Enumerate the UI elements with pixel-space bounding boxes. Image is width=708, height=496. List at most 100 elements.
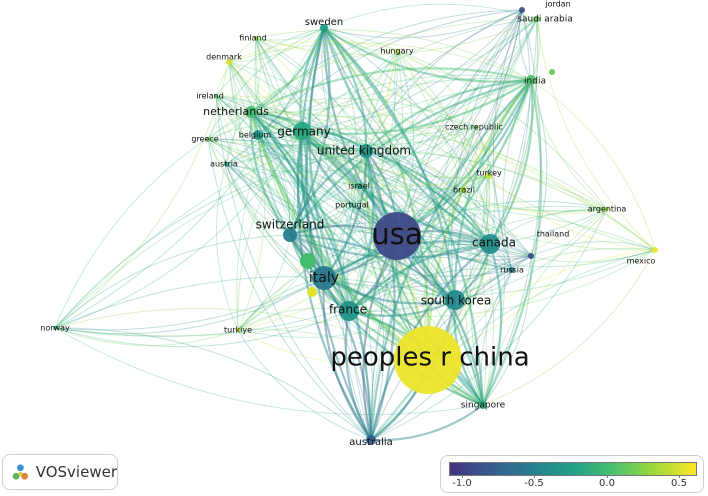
label-peoples-r-china[interactable]: peoples r china	[330, 343, 529, 373]
node-germany[interactable]	[293, 122, 311, 140]
label-sweden[interactable]: sweden	[305, 17, 343, 28]
link	[489, 208, 608, 245]
link	[54, 276, 456, 329]
link	[250, 27, 326, 113]
label-usa[interactable]: usa	[371, 217, 422, 251]
unlabeled-node[interactable]	[549, 69, 555, 75]
node-portugal[interactable]	[350, 203, 354, 207]
node-hungary[interactable]	[395, 49, 399, 53]
node-france[interactable]	[339, 301, 359, 321]
node-italy[interactable]	[312, 266, 336, 290]
label-denmark[interactable]: denmark	[206, 53, 242, 62]
link	[54, 310, 350, 348]
node-finland[interactable]	[254, 36, 258, 40]
label-singapore[interactable]: singapore	[461, 401, 506, 411]
label-brazil[interactable]: brazil	[453, 186, 475, 195]
node-ireland[interactable]	[214, 94, 218, 98]
node-czech-republic[interactable]	[474, 125, 478, 129]
label-mexico[interactable]: mexico	[627, 257, 656, 266]
link	[215, 95, 325, 279]
label-hungary[interactable]: hungary	[380, 47, 413, 56]
node-russia[interactable]	[509, 267, 515, 273]
link	[475, 79, 532, 128]
link	[370, 404, 484, 442]
label-norway[interactable]: norway	[40, 324, 70, 333]
node-turkey[interactable]	[486, 173, 492, 179]
node-singapore[interactable]	[479, 401, 487, 409]
label-belgium[interactable]: belgium	[239, 131, 272, 140]
label-russia[interactable]: russia	[500, 266, 524, 275]
link	[323, 205, 608, 279]
link	[426, 79, 532, 361]
link	[228, 61, 464, 191]
label-netherlands[interactable]: netherlands	[203, 105, 269, 118]
label-saudi-arabia[interactable]: saudi arabia	[517, 15, 572, 25]
label-austria[interactable]: austria	[210, 160, 238, 169]
node-saudi-arabia[interactable]	[534, 16, 540, 22]
node-south-korea[interactable]	[445, 290, 465, 310]
node-austria[interactable]	[224, 162, 228, 166]
label-greece[interactable]: greece	[191, 135, 218, 144]
link	[323, 27, 457, 301]
link	[370, 189, 464, 441]
link	[250, 111, 373, 441]
label-turkiye[interactable]: turkiye	[224, 326, 252, 335]
link	[396, 50, 608, 210]
link	[502, 79, 532, 271]
label-czech-republic[interactable]: czech republic	[445, 123, 503, 132]
node-denmark[interactable]	[226, 59, 232, 65]
node-peoples-r-china[interactable]	[394, 326, 462, 394]
link	[228, 61, 372, 441]
label-india[interactable]: india	[524, 77, 546, 87]
label-australia[interactable]: australia	[349, 437, 393, 448]
node-sweden[interactable]	[320, 24, 328, 32]
link	[225, 148, 608, 210]
link	[482, 208, 608, 406]
label-israel[interactable]: israel	[348, 182, 370, 191]
node-usa[interactable]	[373, 212, 421, 260]
link	[296, 130, 325, 279]
node-thailand[interactable]	[528, 253, 534, 259]
label-switzerland[interactable]: switzerland	[256, 218, 325, 232]
node-turkiye[interactable]	[236, 328, 240, 332]
node-switzerland[interactable]	[283, 228, 297, 242]
label-germany[interactable]: germany	[277, 125, 330, 139]
node-greece[interactable]	[206, 137, 210, 141]
link	[489, 79, 534, 245]
label-canada[interactable]: canada	[472, 236, 516, 250]
node-netherlands[interactable]	[245, 106, 257, 118]
label-portugal[interactable]: portugal	[335, 201, 369, 210]
label-thailand[interactable]: thailand	[537, 230, 570, 239]
link	[348, 299, 456, 317]
unlabeled-node[interactable]	[307, 287, 317, 297]
label-france[interactable]: france	[329, 303, 367, 317]
link	[323, 126, 477, 279]
link	[323, 9, 523, 279]
label-italy[interactable]: italy	[309, 270, 339, 286]
node-belgium[interactable]	[253, 130, 263, 140]
node-canada[interactable]	[480, 234, 500, 254]
link	[54, 111, 252, 329]
link	[54, 150, 367, 329]
node-india[interactable]	[526, 75, 536, 85]
label-south-korea[interactable]: south korea	[421, 294, 492, 308]
node-jordan[interactable]	[519, 7, 525, 13]
link	[225, 61, 238, 165]
label-turkey[interactable]: turkey	[476, 169, 502, 178]
node-norway[interactable]	[53, 326, 57, 330]
label-united-kingdom[interactable]: united kingdom	[317, 144, 411, 158]
label-jordan[interactable]: jordan	[544, 0, 570, 9]
link	[475, 126, 506, 406]
label-argentina[interactable]: argentina	[588, 205, 627, 214]
node-argentina[interactable]	[605, 207, 609, 211]
node-mexico[interactable]	[652, 247, 658, 253]
node-united-kingdom[interactable]	[359, 144, 373, 158]
node-australia[interactable]	[366, 435, 376, 445]
label-finland[interactable]: finland	[239, 34, 266, 43]
unlabeled-node[interactable]	[300, 253, 316, 269]
link	[396, 50, 477, 128]
node-brazil[interactable]	[460, 187, 466, 193]
node-israel[interactable]	[356, 183, 362, 189]
label-ireland[interactable]: ireland	[196, 92, 224, 101]
